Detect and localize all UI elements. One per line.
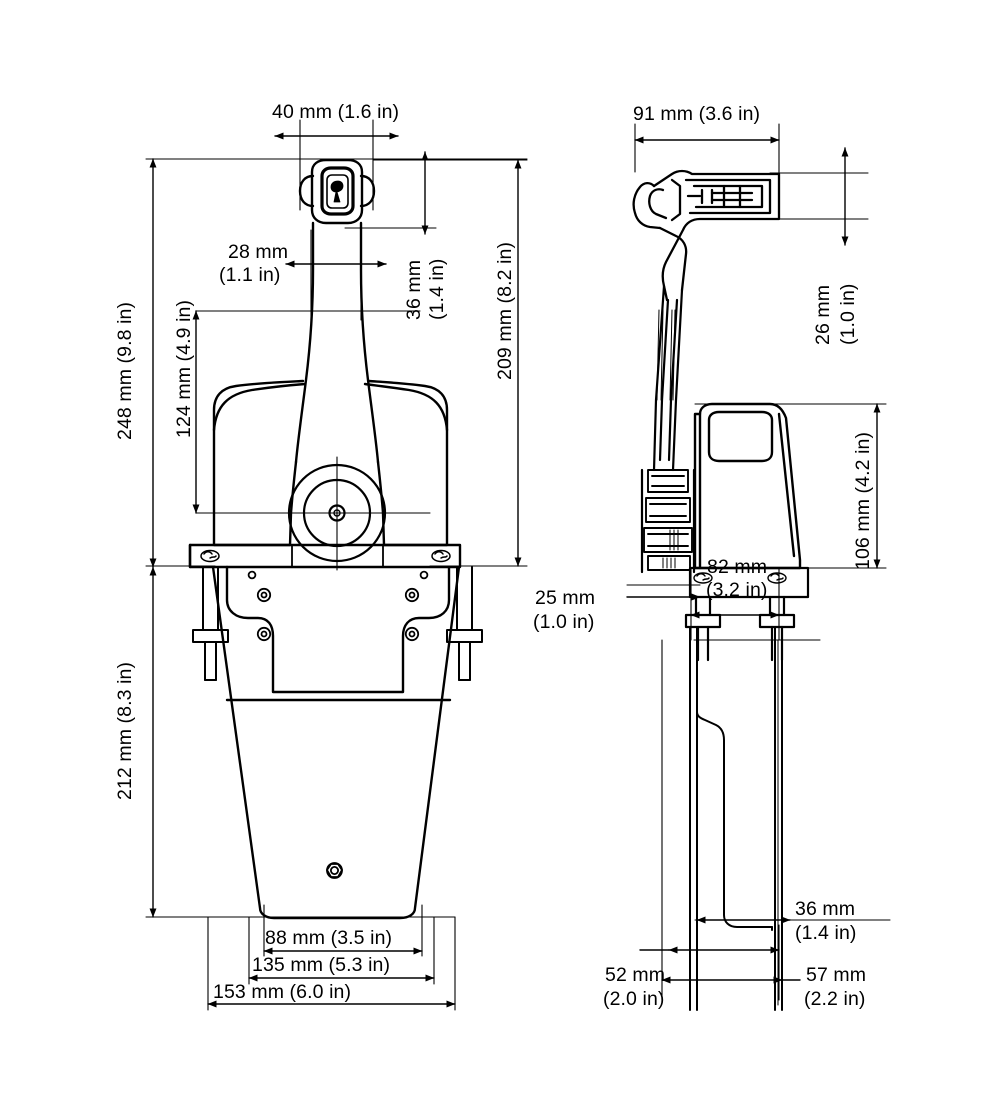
dim-front-below-panel: 212 mm (8.3 in) [114,662,136,800]
dim-side-cable-depth-l2: (1.4 in) [795,922,857,944]
side-view [626,123,891,1011]
side-housing [693,402,802,570]
dim-side-housing-height: 106 mm (4.2 in) [852,432,874,570]
front-body-outline [298,158,376,225]
dim-front-bottom-width-c: 153 mm (6.0 in) [213,981,351,1003]
dim-front-bottom-width-a: 88 mm (3.5 in) [265,927,392,949]
dim-side-bottom-depth-b-l2: (2.2 in) [804,988,866,1010]
front-dimension-lines [149,132,522,1008]
dim-front-top-width: 40 mm (1.6 in) [272,101,399,123]
dim-side-bottom-depth-a-l2: (2.0 in) [603,988,665,1010]
side-dimension-lines [626,136,881,984]
dim-side-mount-spacing-l2: (3.2 in) [706,579,768,601]
dim-front-lever-width-l2: (1.1 in) [219,264,281,286]
dim-side-front-offset-l1: 25 mm [535,587,595,609]
dim-front-knob-height-l1: 36 mm [403,260,425,320]
dim-side-bottom-depth-b-l1: 57 mm [806,964,866,986]
front-view [145,119,528,1011]
front-pivot-hub [269,456,406,571]
side-cable-bundle [689,626,783,1011]
dim-front-total-height: 248 mm (9.8 in) [114,302,136,440]
dim-front-body-height: 124 mm (4.9 in) [173,300,195,438]
dim-side-mount-spacing-l1: 82 mm [707,556,767,578]
dim-side-handle-reach: 91 mm (3.6 in) [633,103,760,125]
front-lower-shell [211,565,461,920]
dim-side-bottom-depth-a-l1: 52 mm [605,964,665,986]
dim-front-overall-upper: 209 mm (8.2 in) [494,242,516,380]
front-hex-nut [326,862,343,879]
dim-side-front-offset-l2: (1.0 in) [533,611,595,633]
side-neck [652,284,684,472]
dim-side-cable-depth-l1: 36 mm [795,898,855,920]
dim-front-bottom-width-b: 135 mm (5.3 in) [252,954,390,976]
dim-front-knob-height-l2: (1.4 in) [426,259,448,321]
front-lever-shaft [294,221,380,464]
dim-side-knob-thickness-l1: 26 mm [812,285,834,345]
dim-front-lever-width-l1: 28 mm [228,241,288,263]
dim-side-knob-thickness-l2: (1.0 in) [837,284,859,346]
side-handle-assembly [632,169,781,302]
